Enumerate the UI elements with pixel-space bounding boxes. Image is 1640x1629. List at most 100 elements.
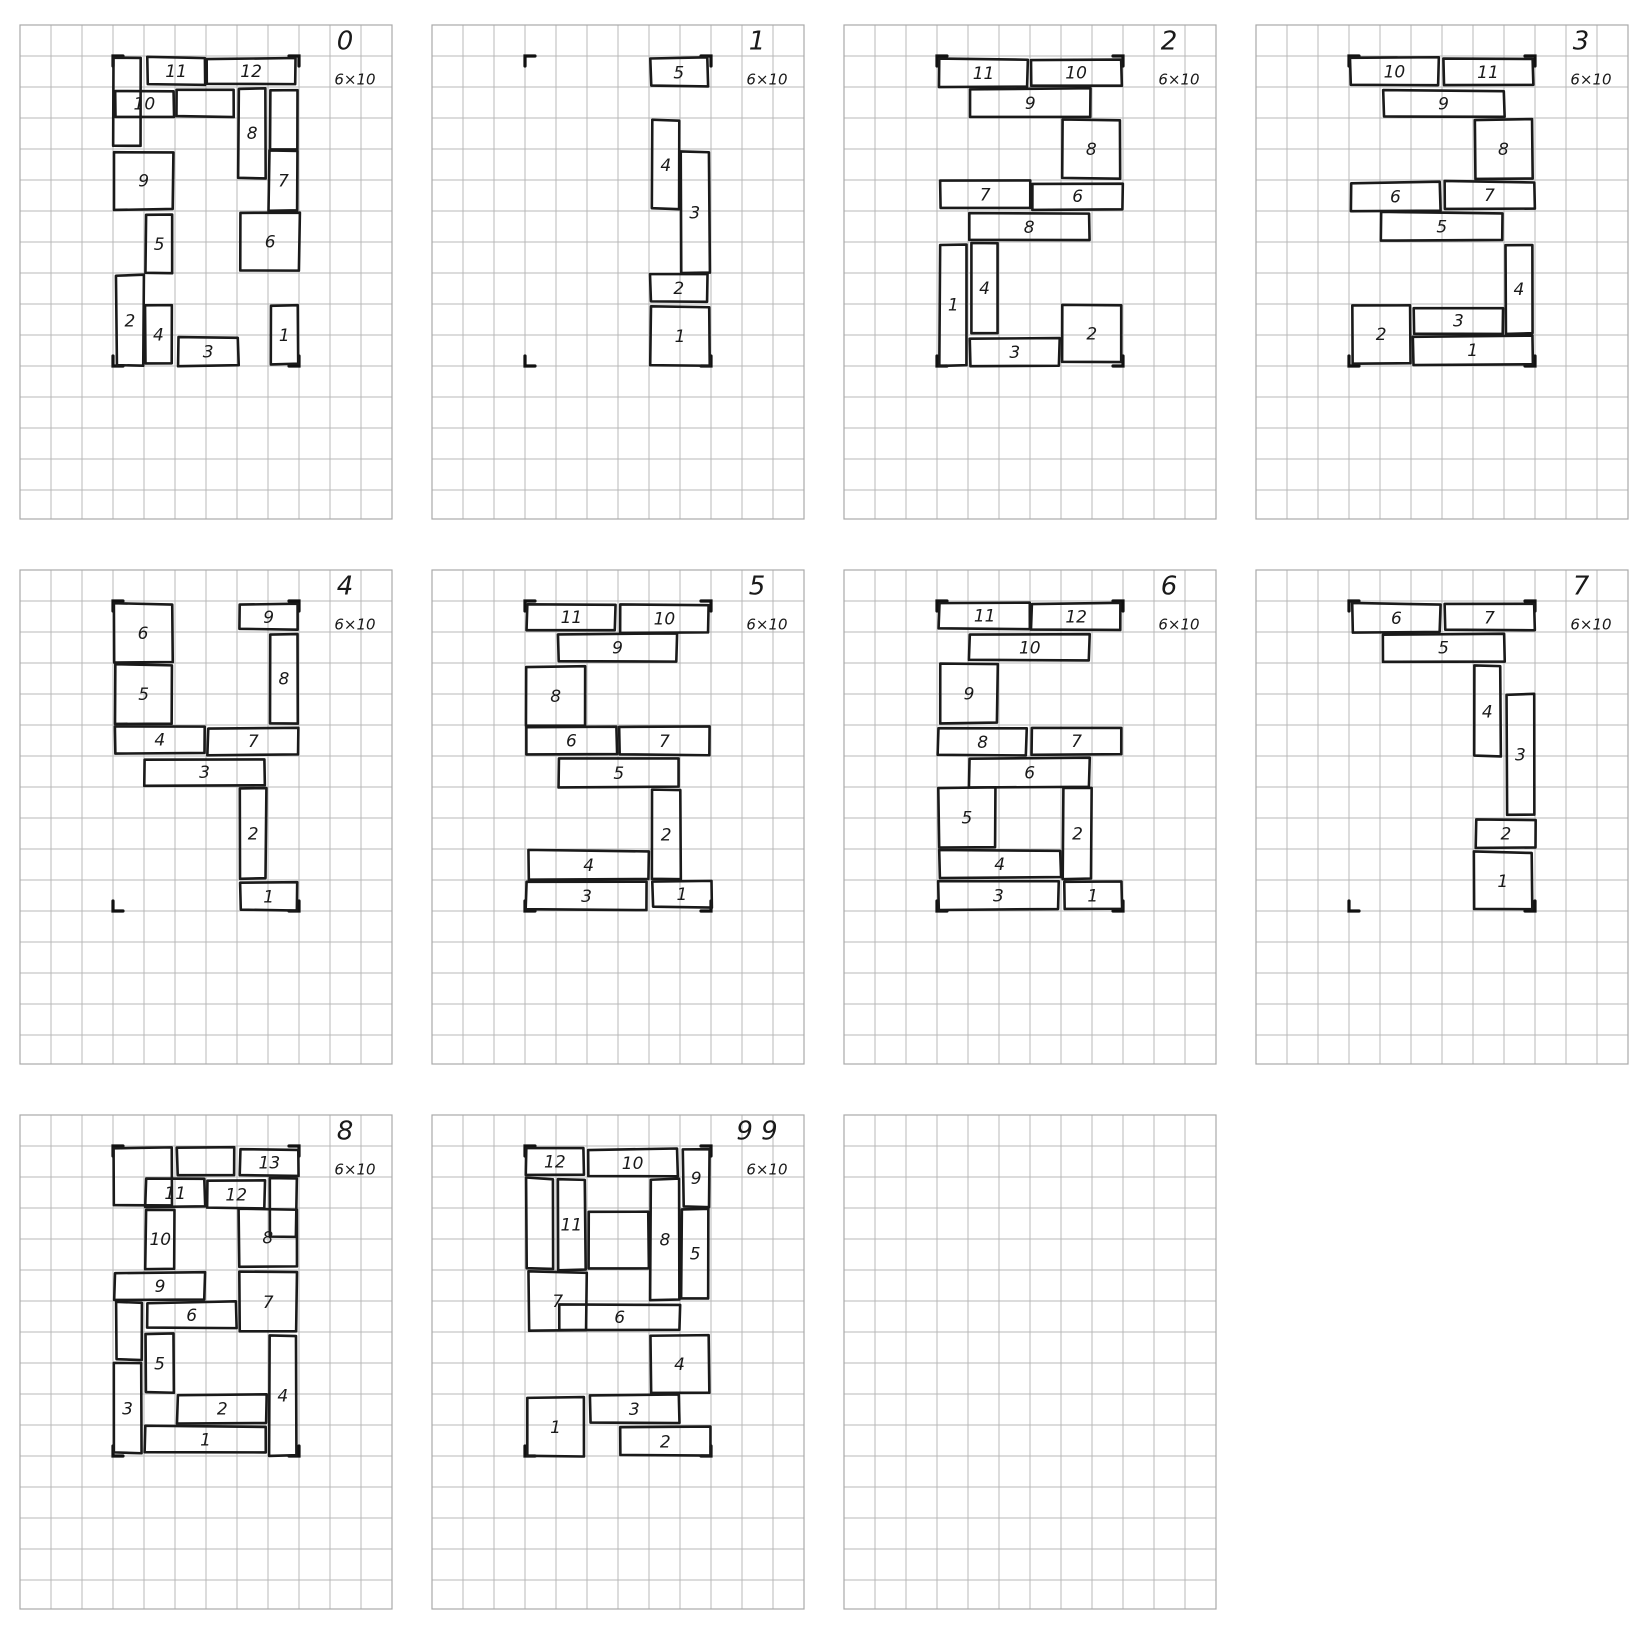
- block-label: 3: [581, 887, 592, 907]
- block-label: 6: [1390, 188, 1401, 208]
- grid-size-note: 6×10: [1570, 71, 1611, 89]
- block-label: 7: [263, 1293, 274, 1313]
- block-label: 8: [1498, 140, 1509, 160]
- block-label: 4: [979, 279, 990, 299]
- block-label: 8: [262, 1229, 273, 1249]
- digit-panel: [844, 1115, 1216, 1609]
- block-label: 6: [1391, 609, 1402, 629]
- block-label: 5: [613, 764, 624, 784]
- digit-panel: 11121098765243166×10: [844, 570, 1216, 1064]
- block-label: 11: [973, 64, 995, 84]
- block-label: 10: [1384, 62, 1406, 82]
- digit-panel: 675432176×10: [1256, 570, 1628, 1064]
- graph-paper-grid: [20, 25, 392, 519]
- block-label: 4: [1482, 702, 1493, 722]
- grid-size-note: 6×10: [746, 71, 787, 89]
- block-label: 10: [149, 1230, 171, 1250]
- block-label: 7: [248, 732, 259, 752]
- block-label: 5: [1438, 639, 1449, 659]
- block-label: 7: [1484, 186, 1495, 206]
- block-label: 6: [265, 233, 276, 253]
- block-label: 8: [247, 124, 258, 144]
- block-label: 11: [1477, 63, 1499, 83]
- block-label: 5: [690, 1245, 701, 1265]
- grid-size-note: 6×10: [334, 71, 375, 89]
- block-label: 4: [994, 855, 1005, 875]
- block-label: 10: [654, 609, 676, 629]
- block-label: 11: [561, 1215, 583, 1235]
- grid-size-note: 6×10: [334, 616, 375, 634]
- block-label: 8: [550, 687, 561, 707]
- digit-title: 1: [749, 27, 766, 57]
- block-label: 7: [552, 1292, 563, 1312]
- block-label: 10: [1019, 638, 1041, 658]
- block-label: 2: [660, 1432, 671, 1452]
- block-label: 8: [1086, 140, 1097, 160]
- grid-size-note: 6×10: [746, 616, 787, 634]
- block-label: 6: [186, 1306, 197, 1326]
- block-label: 4: [1514, 280, 1525, 300]
- grid-size-note: 6×10: [1570, 616, 1611, 634]
- block-label: 9: [138, 171, 149, 191]
- block-label: 5: [154, 235, 165, 255]
- block-label: 11: [561, 608, 583, 628]
- digit-panel: 111098768143226×10: [844, 25, 1216, 519]
- digit-title: 8: [337, 1117, 354, 1147]
- block-label: 2: [661, 826, 672, 846]
- corner-mark: [113, 901, 123, 911]
- block-label: 7: [980, 186, 991, 206]
- block-label: 12: [1065, 608, 1087, 628]
- block-label: 12: [240, 62, 262, 82]
- block-label: 5: [154, 1355, 165, 1375]
- block-label: 12: [225, 1185, 247, 1205]
- digit-title: 5: [749, 572, 766, 602]
- block-label: 6: [566, 732, 577, 752]
- block-label: 2: [248, 824, 259, 844]
- block-label: 2: [125, 312, 136, 332]
- block-label: 1: [1087, 886, 1098, 906]
- block-label: 1: [263, 887, 274, 907]
- block-label: 1: [200, 1430, 211, 1450]
- block-label: 2: [673, 279, 684, 299]
- grid-size-note: 6×10: [334, 1161, 375, 1179]
- block-label: 1: [1497, 872, 1508, 892]
- block-label: 3: [1515, 746, 1526, 766]
- block-label: 4: [674, 1355, 685, 1375]
- digit-title: 0: [337, 27, 354, 57]
- block-label: 1: [676, 885, 687, 905]
- digit-panel: 101198675432136×10: [1256, 25, 1628, 519]
- block-label: 7: [1071, 732, 1082, 752]
- block-label: 5: [961, 809, 972, 829]
- digit-panel: 1210911857641329 96×10: [432, 1115, 804, 1609]
- block-label: 1: [675, 327, 686, 347]
- block-label: 4: [583, 856, 594, 876]
- block-label: 11: [974, 607, 996, 627]
- block-label: 12: [544, 1152, 566, 1172]
- block-label: 2: [1501, 824, 1512, 844]
- block-label: 11: [164, 1184, 186, 1204]
- digit-panel: 69854732146×10: [20, 570, 392, 1064]
- block-label: 8: [977, 733, 988, 753]
- block-label: 5: [673, 63, 684, 83]
- block-label: 1: [1467, 341, 1478, 361]
- grid-size-note: 6×10: [1158, 616, 1199, 634]
- block-label: 2: [1072, 825, 1083, 845]
- block-label: 8: [278, 670, 289, 690]
- block-label: 1: [948, 296, 959, 316]
- block-label: 3: [203, 342, 214, 362]
- block-label: 8: [660, 1230, 671, 1250]
- block-label: 3: [629, 1400, 640, 1420]
- block-label: 3: [1009, 343, 1020, 363]
- grid-size-note: 6×10: [1158, 71, 1199, 89]
- digit-title: 9 9: [736, 1117, 777, 1147]
- corner-mark: [701, 901, 711, 911]
- digit-title: 6: [1161, 572, 1178, 602]
- digit-panel: 111098675243156×10: [432, 570, 804, 1064]
- graph-paper-grid: [432, 25, 804, 519]
- block-label: 1: [279, 326, 290, 346]
- block-label: 4: [277, 1386, 288, 1406]
- block-label: 8: [1024, 218, 1035, 238]
- block-label: 3: [1453, 312, 1464, 332]
- panels-layer: 11121089756243106×105432116×101110987681…: [20, 25, 1628, 1609]
